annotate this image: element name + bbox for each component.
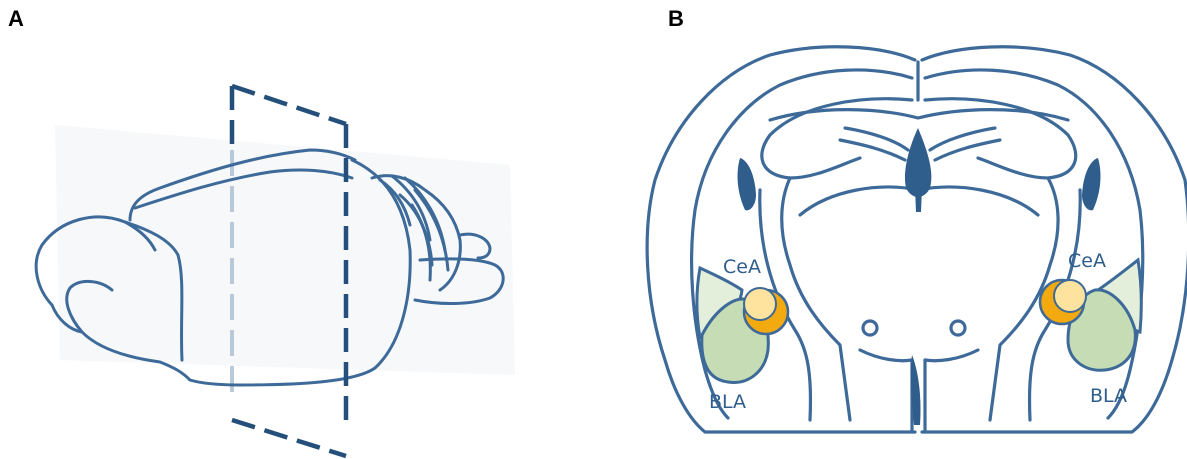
label-cea-left: CeA <box>723 256 761 278</box>
hypothalamus <box>860 350 978 361</box>
corpus-callosum-inner <box>770 110 1068 120</box>
cea-inner-left <box>744 288 776 320</box>
lateral-ventricle-left <box>738 158 756 210</box>
third-ventricle-stem <box>915 188 922 212</box>
cut-plane-top-edge <box>232 86 346 124</box>
panel-a-illustration <box>36 86 515 456</box>
cea-inner-right <box>1054 280 1086 312</box>
label-cea-right: CeA <box>1068 250 1106 272</box>
panel-b-illustration: CeA CeA BLA BLA <box>647 47 1187 432</box>
third-ventricle-top <box>905 128 931 197</box>
hippocampus-right <box>930 128 1000 160</box>
hippocampus-left <box>840 128 908 160</box>
label-bla-left: BLA <box>709 391 746 413</box>
fiber-bundle-left <box>863 321 877 335</box>
cut-plane-bottom-edge <box>232 420 346 456</box>
thalamus-outline <box>782 178 1058 420</box>
amygdala-right <box>1040 260 1141 370</box>
outer-cortex <box>647 47 915 432</box>
outer-cortex-right <box>922 47 1187 432</box>
label-bla-right: BLA <box>1090 385 1127 407</box>
fiber-bundle-right <box>951 321 965 335</box>
lateral-ventricle-right <box>1082 158 1100 210</box>
